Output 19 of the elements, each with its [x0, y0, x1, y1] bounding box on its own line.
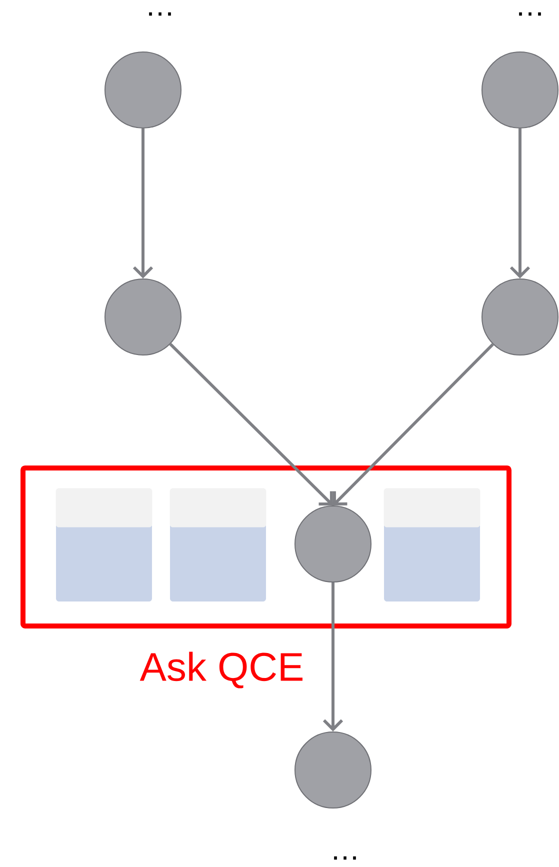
arrow [322, 582, 344, 732]
circle-node [104, 278, 182, 356]
ellipsis-label: … [334, 856, 356, 860]
ellipsis-label: … [149, 12, 171, 16]
circle-node [482, 52, 558, 128]
circle-node [104, 52, 182, 128]
arrow [132, 128, 154, 278]
circle-node [294, 506, 372, 582]
arrow [332, 343, 494, 506]
card-box [56, 488, 152, 602]
card-box [384, 488, 480, 602]
ellipsis-label: … [519, 12, 541, 16]
circle-node [294, 732, 372, 808]
frame-box: Ask QCE [20, 466, 512, 688]
card-box [170, 488, 266, 602]
circle-node [482, 278, 558, 356]
arrow [169, 343, 333, 506]
node-label: Ask QCE [140, 652, 302, 688]
arrow [510, 128, 530, 278]
